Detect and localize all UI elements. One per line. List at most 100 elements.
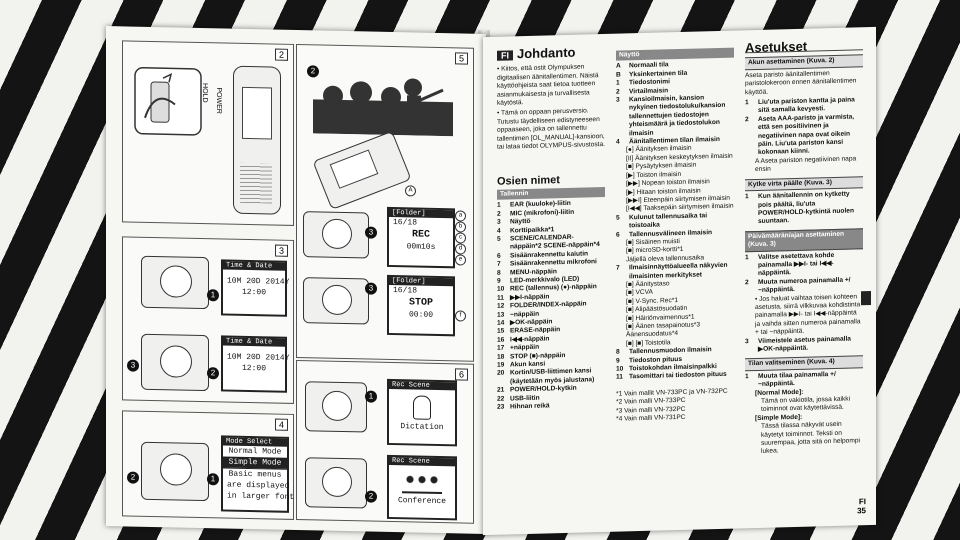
item-number: 1 [497,201,501,210]
figure-number: 5 [454,52,468,65]
date-time-steps: 3 Viimeistele asetus painamalla ▶OK-näppä… [745,335,863,355]
item-text: Kun äänitallennin on kytketty pois päält… [758,190,854,226]
item-number: 6 [497,252,501,260]
intro-bullet-text: Tämä on oppaan perusversio. Tutustu täyd… [497,107,605,151]
lcd-pointer-letters: a b c d e [455,210,466,266]
page-edge-tab [861,290,871,306]
item-text: Kansioilmaisin, kansion nykyinen tiedost… [629,94,726,137]
item-number: 4 [497,227,501,235]
power-label: POWER [215,87,222,114]
item-number: 8 [616,348,620,356]
item-number: 3 [497,218,501,226]
column-settings: Asetukset Akun asettaminen (Kuva. 2) Ase… [745,39,863,457]
item-text: Kulunut tallennusaika tai toistoaika [629,211,708,230]
item-number: 1 [745,193,749,201]
item-text: Hihnan reikä [510,402,550,411]
figure-5: 5 2 A 3 [Folder] 16/18 REC 00m10s a b c … [296,44,474,362]
recorder-side-illustration [233,65,281,215]
lcd-folder-label: [Folder] [389,208,453,219]
item-number: 13 [497,311,505,319]
figure-number: 6 [454,368,468,381]
letter-f: f [455,310,466,322]
lcd-title: Time & Date [223,261,285,271]
recorder-keypad [305,457,367,509]
lcd-title: Time & Date [223,337,285,347]
item-number: 2 [745,116,749,124]
section-date-time: Päivämäärän/ajan asettaminen (Kuva. 3) [745,227,863,252]
lcd-time-date-1: Time & Date 10M 20D 2014Y 12:00 [221,259,289,317]
lcd-recording-screen: [Folder] 16/18 REC 00m10s [387,206,455,269]
item-text: Viimeistele asetus painamalla ▶OK-näppäi… [758,335,851,353]
language-tag: FI [497,50,513,62]
item-number: 21 [497,386,505,394]
item-text: Ilmaisinnäyttöalueella näkyvien ilmaisin… [629,261,728,280]
item-number: 2 [497,210,501,218]
letter-e: e [455,254,466,266]
lcd-help-line-3: in larger font [227,491,295,502]
callout-a: A [405,185,416,197]
figure-2: 2 HOLD POWER [122,40,294,226]
item-text: SCENE/CALENDAR-näppäin*2 SCENE-näppäin*4 [510,233,600,251]
display-sub-list: [●] Äänityksen ilmaisin[II] Äänityksen k… [616,144,734,214]
intro-bullet: • Tämä on oppaan perusversio. Tutustu tä… [497,107,605,151]
item-text: Aseta AAA-paristo ja varmista, että sen … [758,113,855,157]
callout-2: 2 [127,471,139,484]
battery-intro: Aseta paristo äänitallentimen paristolok… [745,69,857,96]
section-bar-tallennin: Tallennin [497,186,605,201]
item-text: Kortin/USB-liittimen kansi (käytetään my… [510,367,595,386]
item-number: 9 [616,357,620,365]
item-number: 1 [616,79,620,87]
item-number: 4 [616,138,620,146]
lcd-mode-select: Mode Select Normal Mode Simple Mode Basi… [221,435,295,513]
control-dial [322,284,352,316]
item-number: B [616,71,621,79]
item-text: MIC (mikrofoni)-liitin [510,208,575,218]
item-number: 9 [497,277,501,285]
date-time-note: • Jos haluat vaihtaa toisen kohteen aset… [755,292,861,337]
letter-a: a [455,210,466,222]
item-number: 14 [497,319,505,327]
list-item: 2 Aseta AAA-paristo ja varmista, että sen… [745,113,863,158]
callout-3: 3 [365,226,377,239]
item-number: 8 [497,269,501,277]
item-number: A [616,62,621,71]
recorder-keypad [305,381,367,433]
hold-label: HOLD [201,83,208,103]
list-item: 5 Kulunut tallennusaika tai toistoaika [616,211,734,231]
lcd-folder-label: [Folder] [389,276,453,287]
section-battery: Akun asettaminen (Kuva. 2) [745,54,863,71]
callout-1: 1 [207,289,219,302]
control-dial [160,345,192,378]
page-number: 35 [857,506,866,516]
item-text: Muuta numeroa painamalla +/−näppäintä. [758,276,851,295]
item-number: 10 [497,285,505,294]
recorder-keypad [141,255,209,310]
battery-note: A Aseta pariston negatiivinen napa ensin [755,155,857,174]
control-dial [160,265,192,298]
item-number: 3 [745,337,749,345]
recorder-on-stand-illustration [312,130,412,210]
item-number: 5 [616,214,620,222]
figure-3: 3 1 Time & Date 10M 20D 2014Y 12:00 3 2 … [122,236,294,404]
lcd-state-rec: REC [411,229,430,241]
lcd-state-stop: STOP [408,297,433,309]
simple-mode-text: Tässä tilassa näkyvät usein käytetyt toi… [761,421,860,456]
control-dial [322,218,352,250]
figure-number: 3 [274,244,288,257]
recorder-keypad-rec [303,211,369,259]
letter-b: b [455,221,466,233]
callout-1: 1 [207,473,219,486]
item-number: 1 [745,373,749,381]
display-sub-list: [■] Äänitystaso[■] VCVA[■] V-Sync. Rec*1… [616,279,734,349]
list-item: 3 Viimeistele asetus painamalla ▶OK-näppä… [745,335,863,355]
intro-bullet-text: Kiitos, että ostit Olympuksen digitaalis… [497,63,599,107]
